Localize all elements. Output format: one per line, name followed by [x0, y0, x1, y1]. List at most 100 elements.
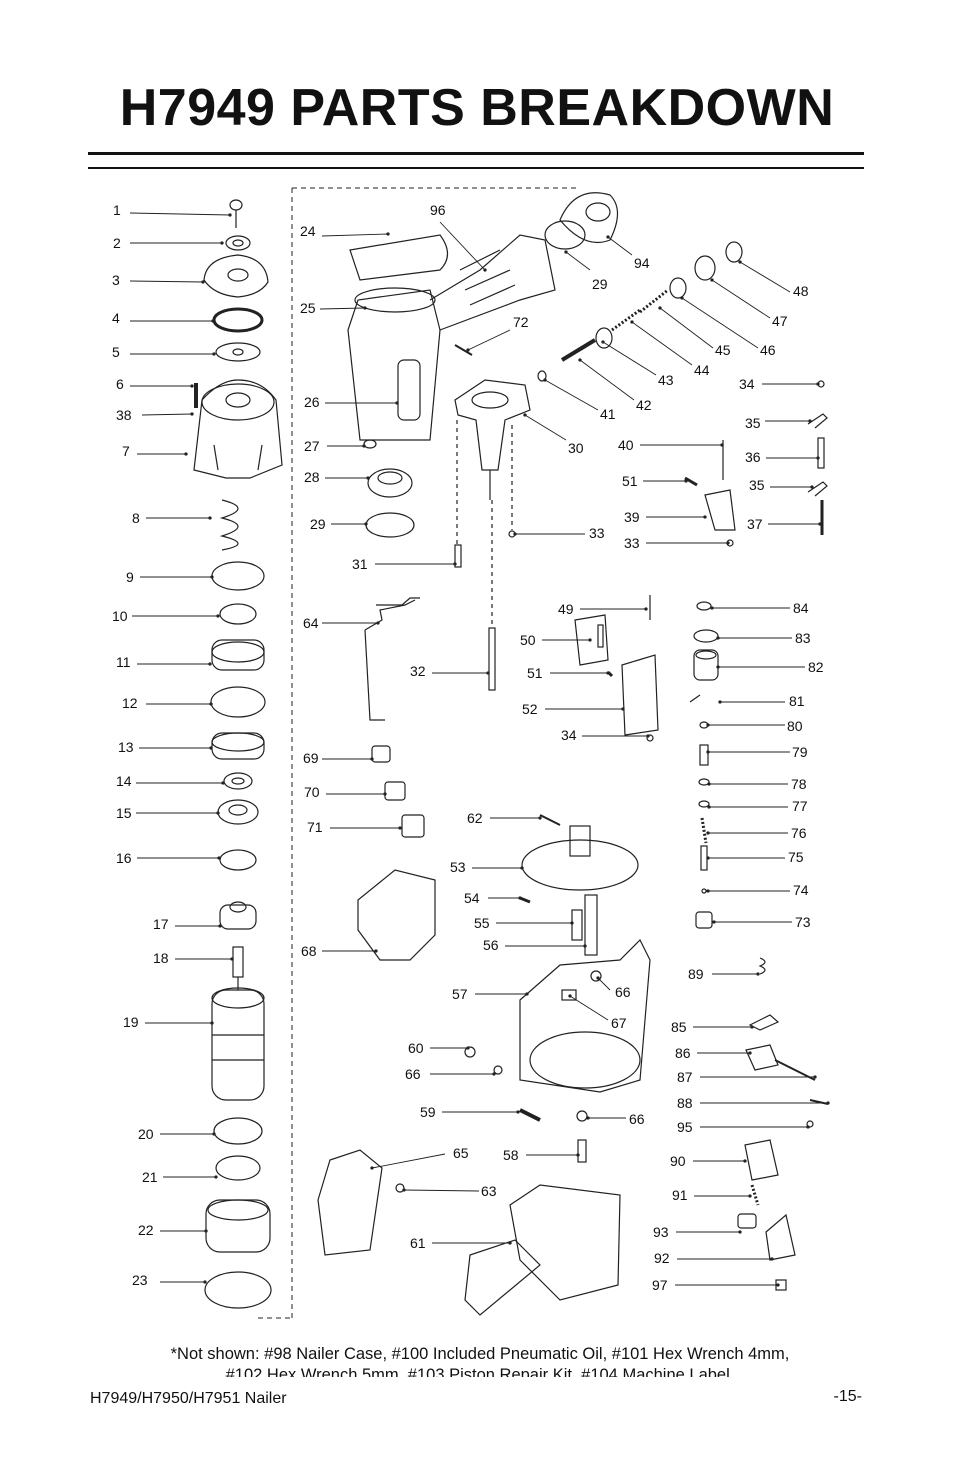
- part-callout: 20: [138, 1126, 154, 1142]
- leader-tip: [680, 296, 684, 300]
- part-callout: 48: [793, 283, 809, 299]
- leader-tip: [596, 976, 600, 980]
- part-callout: 92: [654, 1250, 670, 1266]
- leader-tip: [568, 994, 572, 998]
- leader-tip: [402, 1188, 406, 1192]
- leader-tip: [816, 456, 820, 460]
- part-callout: 26: [304, 394, 320, 410]
- leader-tip: [221, 781, 225, 785]
- magazine-assembly: [317, 814, 651, 1316]
- leader-tip: [520, 866, 524, 870]
- air-valve-stack: [689, 601, 719, 929]
- part-callout: 79: [792, 744, 808, 760]
- part-callout: 29: [310, 516, 326, 532]
- title-rule-thick: [88, 152, 864, 155]
- part-callout: 38: [116, 407, 132, 423]
- leader-tip: [578, 358, 582, 362]
- part-callout: 40: [618, 437, 634, 453]
- leader-tip: [210, 1021, 214, 1025]
- leader-tip: [588, 638, 592, 642]
- part-callout: 78: [791, 776, 807, 792]
- part-callout: 15: [116, 805, 132, 821]
- leader-tip: [370, 1166, 374, 1170]
- leader-tip: [538, 816, 542, 820]
- leader-tip: [220, 241, 224, 245]
- part-callout: 66: [405, 1066, 421, 1082]
- part-callout: 93: [653, 1224, 669, 1240]
- title-rule-thin: [88, 167, 864, 169]
- leader-line: [711, 279, 771, 319]
- leader-tip: [209, 746, 213, 750]
- part-callout: 61: [410, 1235, 426, 1251]
- part-callout: 57: [452, 986, 468, 1002]
- part-callout: 66: [629, 1111, 645, 1127]
- part-callout: 80: [787, 718, 803, 734]
- leader-tip: [218, 924, 222, 928]
- leader-tip: [383, 792, 387, 796]
- leader-tip: [826, 1101, 830, 1105]
- part-callout: 37: [747, 516, 763, 532]
- leader-tip: [583, 944, 587, 948]
- leader-tip: [376, 621, 380, 625]
- part-callout: 31: [352, 556, 368, 572]
- leader-tip: [570, 921, 574, 925]
- part-callout: 89: [688, 966, 704, 982]
- part-callout: 62: [467, 810, 483, 826]
- leader-tip: [214, 1175, 218, 1179]
- leader-line: [597, 977, 611, 991]
- part-callout: 46: [760, 342, 776, 358]
- leader-tip: [706, 831, 710, 835]
- leader-tip: [810, 485, 814, 489]
- part-callout: 33: [624, 535, 640, 551]
- leader-tip: [716, 636, 720, 640]
- leader-line: [544, 379, 599, 411]
- leader-line: [319, 307, 366, 310]
- leader-tip: [212, 352, 216, 356]
- leader-line: [467, 329, 511, 351]
- leader-tip: [684, 479, 688, 483]
- part-callout: 66: [615, 984, 631, 1000]
- leader-tip: [516, 1110, 520, 1114]
- footer-model: H7949/H7950/H7951 Nailer: [90, 1390, 287, 1407]
- part-callout: 68: [301, 943, 317, 959]
- leader-line: [681, 297, 759, 349]
- leader-tip: [743, 1159, 747, 1163]
- part-callout: 81: [789, 693, 805, 709]
- part-callout: 97: [652, 1277, 668, 1293]
- page-title: H7949 PARTS BREAKDOWN: [119, 79, 835, 137]
- leader-tip: [364, 522, 368, 526]
- part-callout: 54: [464, 890, 480, 906]
- part-callout: 4: [112, 310, 120, 326]
- part-callout: 52: [522, 701, 538, 717]
- part-callout: 67: [611, 1015, 627, 1031]
- part-callout: 11: [116, 654, 131, 670]
- leader-tip: [706, 889, 710, 893]
- safety-assembly: [737, 957, 829, 1291]
- part-callout: 16: [116, 850, 132, 866]
- leader-tip: [201, 280, 205, 284]
- part-callout: 85: [671, 1019, 687, 1035]
- body-assembly: [347, 192, 619, 691]
- leader-tip: [703, 515, 707, 519]
- leader-tip: [644, 607, 648, 611]
- leader-tip: [726, 541, 730, 545]
- part-callout: 53: [450, 859, 466, 875]
- leader-tip: [707, 782, 711, 786]
- leader-line: [739, 261, 791, 293]
- part-callout: 74: [793, 882, 809, 898]
- part-callout: 58: [503, 1147, 519, 1163]
- part-callout: 51: [527, 665, 543, 681]
- part-callout: 71: [307, 819, 323, 835]
- part-callout: 7: [122, 443, 130, 459]
- part-callout: 32: [410, 663, 426, 679]
- part-callout: 23: [132, 1272, 148, 1288]
- leader-line: [607, 236, 633, 256]
- leader-line: [141, 413, 193, 416]
- leader-tip: [453, 562, 457, 566]
- leader-tip: [228, 213, 232, 217]
- part-callout: 90: [670, 1153, 686, 1169]
- leader-line: [565, 251, 591, 271]
- part-callout: 60: [408, 1040, 424, 1056]
- leader-tip: [184, 452, 188, 456]
